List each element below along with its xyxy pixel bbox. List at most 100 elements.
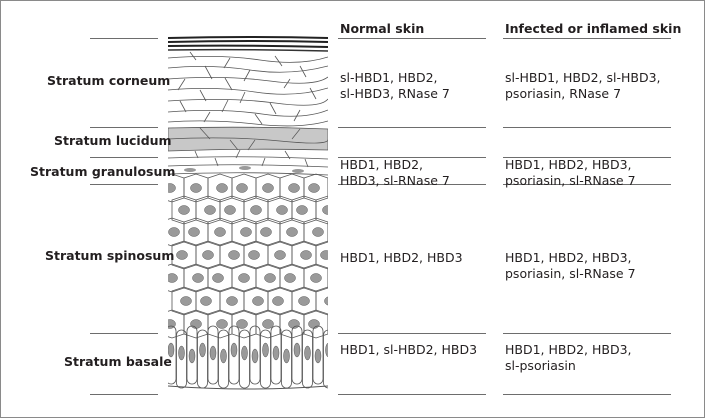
cell-nucleus <box>180 296 192 306</box>
cell-nucleus <box>312 227 324 237</box>
cell-nucleus <box>304 345 311 361</box>
spinous-cell <box>303 217 328 247</box>
peptide-line: sl-HBD3, RNase 7 <box>340 86 450 101</box>
cell-nucleus <box>168 273 178 283</box>
peptide-line: HBD3, sl-RNase 7 <box>340 173 450 188</box>
cell-nucleus <box>240 227 252 237</box>
cell-nucleus <box>293 342 301 358</box>
cell-nucleus <box>178 345 185 361</box>
basal-cell <box>291 325 303 385</box>
cell-nucleus <box>251 348 259 364</box>
spinous-cell <box>303 173 328 203</box>
spinous-cell <box>327 267 328 289</box>
divider-lucidum-top-normal <box>338 127 486 128</box>
cell-nucleus <box>272 345 280 361</box>
divider-spinosum-top-infected <box>503 184 671 185</box>
cell-nucleus <box>168 183 176 193</box>
cell-nucleus <box>168 227 180 237</box>
cell-nucleus <box>296 205 308 215</box>
column-heading-normal-skin: Normal skin <box>340 21 425 36</box>
spinous-cell <box>303 309 328 339</box>
lucidum-band <box>168 126 328 152</box>
keratin-band <box>168 36 328 52</box>
cell-nucleus <box>324 296 328 306</box>
peptide-line: psoriasin, sl-RNase 7 <box>505 173 636 188</box>
cell-nucleus <box>333 228 344 237</box>
cell-nucleus <box>236 183 248 193</box>
basale-normal-peptides: HBD1, sl-HBD2, HBD3 <box>340 342 477 358</box>
cell-nucleus <box>262 342 269 358</box>
cell-nucleus <box>264 273 276 283</box>
cell-nucleus <box>204 205 216 215</box>
divider-bottom-left <box>90 394 158 395</box>
basal-cell <box>239 329 250 389</box>
basale-cells <box>168 325 328 390</box>
spinous-cell <box>315 195 328 225</box>
column-heading-infected-skin: Infected or inflamed skin <box>505 21 682 36</box>
divider-top-left <box>90 38 158 39</box>
cell-nucleus <box>320 250 328 260</box>
cell-nucleus <box>241 345 248 361</box>
layer-label-stratum-granulosum: Stratum granulosum <box>30 164 176 179</box>
basal-cell <box>168 325 177 385</box>
cell-nucleus <box>190 319 202 329</box>
cell-nucleus <box>298 296 310 306</box>
divider-basale-top-normal <box>338 333 486 334</box>
cell-nucleus <box>209 345 217 361</box>
basale-infected-peptides: HBD1, HBD2, HBD3, sl-psoriasin <box>505 342 632 374</box>
peptide-line: psoriasin, RNase 7 <box>505 86 622 101</box>
corneum-normal-peptides: sl-HBD1, HBD2, sl-HBD3, RNase 7 <box>340 70 450 102</box>
cell-nucleus <box>248 250 260 260</box>
cell-nucleus <box>216 183 228 193</box>
peptide-line: HBD1, HBD2, HBD3 <box>340 250 463 265</box>
granulosum-normal-peptides: HBD1, HBD2, HBD3, sl-RNase 7 <box>340 157 450 189</box>
layer-label-stratum-spinosum: Stratum spinosum <box>45 248 175 263</box>
divider-lucidum-top-infected <box>503 127 671 128</box>
cell-nucleus <box>188 348 196 364</box>
cell-nucleus <box>238 273 250 283</box>
spinosum-cells <box>168 173 364 339</box>
cell-nucleus <box>192 273 204 283</box>
cell-nucleus <box>188 227 200 237</box>
basal-cell <box>207 325 219 385</box>
cell-nucleus <box>274 250 286 260</box>
cell-nucleus <box>286 227 298 237</box>
basal-cell <box>186 325 198 385</box>
cell-nucleus <box>284 273 296 283</box>
granulosum-cells <box>168 149 328 176</box>
peptide-line: sl-HBD1, HBD2, <box>340 70 438 85</box>
spinous-cell <box>315 240 328 270</box>
cell-nucleus <box>349 206 360 215</box>
peptide-line: sl-psoriasin <box>505 358 576 373</box>
cell-nucleus <box>220 348 227 364</box>
corneum-infected-peptides: sl-HBD1, HBD2, sl-HBD3, psoriasin, RNase… <box>505 70 661 102</box>
spinous-cell <box>315 286 328 316</box>
cell-nucleus <box>202 250 214 260</box>
basal-cell <box>312 325 324 385</box>
divider-basale-top-left <box>90 333 158 334</box>
basal-cell <box>249 325 261 385</box>
cell-nucleus <box>216 319 228 329</box>
basal-cell <box>323 329 328 389</box>
layer-label-stratum-basale: Stratum basale <box>64 354 172 369</box>
divider-spinosum-top-left <box>90 184 158 185</box>
cell-nucleus <box>308 319 320 329</box>
basal-cell <box>218 329 229 389</box>
spinous-cell <box>340 196 364 224</box>
cell-nucleus <box>250 205 262 215</box>
cell-nucleus <box>214 227 226 237</box>
divider-granulosum-top-left <box>90 157 158 158</box>
basal-cell <box>302 329 313 389</box>
divider-bottom-infected <box>503 394 671 395</box>
basal-cell <box>197 329 208 389</box>
cell-nucleus <box>345 297 356 306</box>
cell-nucleus <box>283 348 290 364</box>
divider-top-infected <box>503 38 671 39</box>
peptide-line: sl-HBD1, HBD2, sl-HBD3, <box>505 70 661 85</box>
granulosum-infected-peptides: HBD1, HBD2, HBD3, psoriasin, sl-RNase 7 <box>505 157 636 189</box>
basement-membrane <box>168 385 328 390</box>
cell-nucleus <box>262 319 274 329</box>
cell-nucleus <box>226 296 238 306</box>
cell-nucleus <box>178 205 190 215</box>
